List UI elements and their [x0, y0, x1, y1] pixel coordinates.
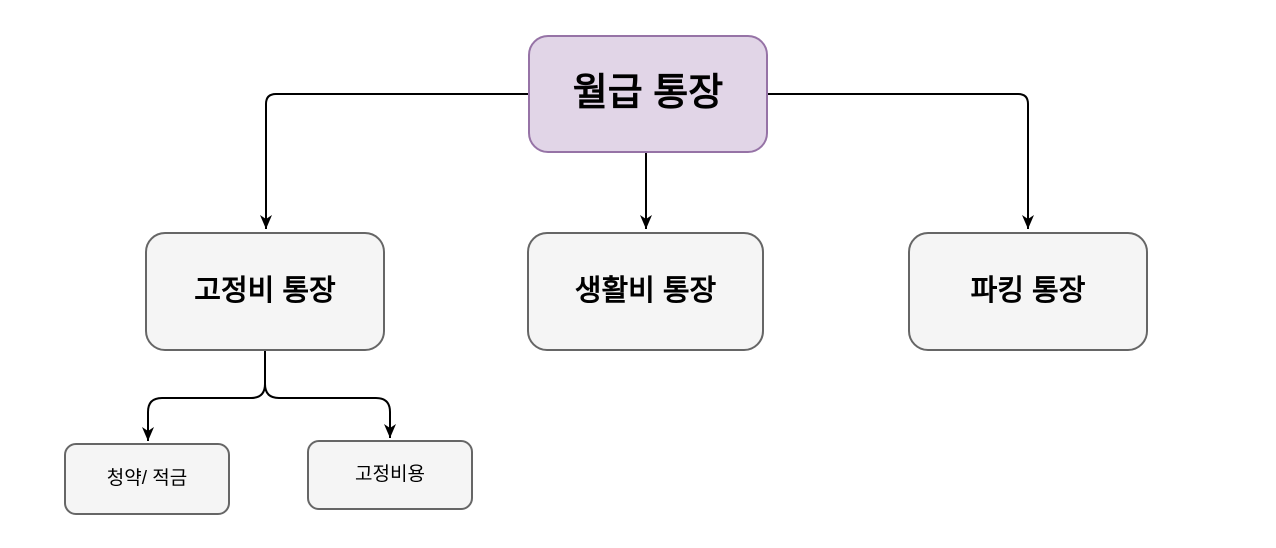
node-subscription-savings: 청약/ 적금: [64, 443, 230, 515]
node-parking-account-label: 파킹 통장: [970, 275, 1086, 308]
edge-salary-to-fixed: [260, 93, 528, 229]
node-subscription-savings-label: 청약/ 적금: [106, 467, 188, 489]
node-fixed-expenses-account: 고정비 통장: [145, 232, 385, 351]
node-fixed-costs-label: 고정비용: [355, 463, 425, 485]
edge-salary-to-parking: [768, 93, 1034, 229]
node-living-expenses-account-label: 생활비 통장: [574, 275, 717, 308]
node-parking-account: 파킹 통장: [908, 232, 1148, 351]
node-salary-account: 월급 통장: [528, 35, 768, 153]
edge-fixed-to-subscription: [142, 351, 266, 441]
node-salary-account-label: 월급 통장: [572, 72, 724, 115]
edge-fixed-to-fixed-cost: [264, 351, 396, 438]
node-living-expenses-account: 생활비 통장: [527, 232, 764, 351]
node-fixed-costs: 고정비용: [307, 440, 473, 510]
node-fixed-expenses-account-label: 고정비 통장: [194, 275, 336, 308]
